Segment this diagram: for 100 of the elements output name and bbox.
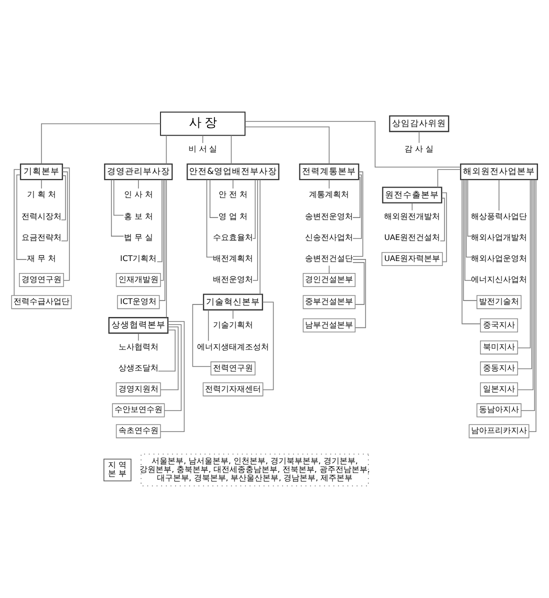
connector bbox=[244, 121, 461, 168]
node-box: 경영연구원 bbox=[18, 273, 64, 287]
node-text: 인 사 처 bbox=[124, 190, 153, 200]
node-text: 안 전 처 bbox=[218, 190, 248, 200]
node-text: 에너지생태계조성처 bbox=[197, 342, 270, 352]
connector bbox=[41, 179, 42, 189]
connector bbox=[16, 174, 27, 260]
node-box: 전력계통본부 bbox=[299, 163, 360, 180]
connector bbox=[62, 168, 70, 281]
node-text: 기술기획처 bbox=[213, 320, 254, 330]
node-box: 중국지사 bbox=[480, 318, 518, 332]
connector bbox=[462, 179, 481, 324]
connector bbox=[252, 179, 258, 281]
connector bbox=[418, 131, 420, 144]
connector bbox=[41, 123, 161, 164]
node-box: 발전기술처 bbox=[476, 295, 522, 310]
connector bbox=[164, 324, 182, 412]
node-box: 전력기자재센터 bbox=[202, 382, 264, 396]
node-text: 송변전운영처 bbox=[305, 212, 354, 222]
connector bbox=[517, 179, 532, 370]
connector bbox=[466, 179, 472, 258]
node-text: 비 서 실 bbox=[188, 144, 218, 154]
connector bbox=[232, 310, 234, 320]
node-text: 전력시장처 bbox=[21, 212, 62, 222]
node-box: 안전&영업배전부사장 bbox=[186, 163, 280, 180]
connector bbox=[517, 179, 534, 390]
connector bbox=[160, 326, 179, 390]
connector bbox=[156, 179, 162, 262]
node-text: 영 업 처 bbox=[218, 212, 248, 222]
node-text: 해외원전개발처 bbox=[384, 212, 440, 222]
node-box: 남부건설본부 bbox=[302, 318, 356, 332]
node-text: 해외사업운영처 bbox=[471, 254, 528, 263]
node-box: 기술혁신본부 bbox=[202, 294, 264, 310]
connector bbox=[158, 330, 176, 372]
node-text: 노사협력처 bbox=[118, 342, 158, 352]
node-box: ICT운영처 bbox=[117, 295, 160, 310]
connector bbox=[520, 179, 535, 412]
node-text: 신송전사업처 bbox=[305, 233, 354, 242]
node-box: 상임감사위원 bbox=[389, 115, 450, 132]
node-box: 중동지사 bbox=[480, 361, 518, 376]
node-box: 전력연구원 bbox=[210, 361, 256, 376]
connector bbox=[467, 179, 472, 237]
connector bbox=[352, 176, 360, 218]
connector bbox=[244, 126, 330, 164]
node-text: UAE원전건설처 bbox=[384, 233, 440, 242]
connector bbox=[252, 179, 256, 239]
connector bbox=[352, 262, 365, 305]
node-box: 상생협력본부 bbox=[108, 317, 168, 334]
node-box: 서울본부, 남서울본부, 인천본부, 경기북부본부, 경기본부, 강원본부, 충북본부, 대전세종충남본부, 전북본부, 광주전남본부, 대구본부, 경북본부, 부산울산본부, 경남본부, 제주본부 bbox=[140, 454, 369, 486]
connector bbox=[160, 179, 164, 281]
connector bbox=[441, 192, 447, 262]
connector bbox=[166, 134, 167, 164]
connector bbox=[528, 179, 536, 432]
node-text: 송변전건설단 bbox=[305, 254, 354, 263]
connector bbox=[208, 310, 209, 342]
node-box: UAE원자력본부 bbox=[382, 252, 443, 266]
node-text: 계통계획처 bbox=[309, 190, 350, 200]
connector bbox=[232, 179, 234, 189]
node-text: 요금전략처 bbox=[21, 233, 62, 242]
connector bbox=[14, 169, 21, 296]
node-box: 수안보연수원 bbox=[112, 403, 165, 418]
node-box: 원전수출본부 bbox=[382, 186, 442, 204]
node-text: 기 획 처 bbox=[26, 190, 56, 200]
node-box: 경영관리부사장 bbox=[104, 163, 173, 180]
connector bbox=[230, 134, 232, 164]
node-text: 해상풍력사업단 bbox=[471, 212, 528, 222]
node-text: 상생조달처 bbox=[118, 363, 158, 372]
node-text: 재 무 처 bbox=[26, 254, 56, 263]
connector bbox=[160, 321, 185, 432]
node-box: 북미지사 bbox=[480, 340, 518, 354]
connector bbox=[192, 304, 212, 367]
connector bbox=[159, 179, 166, 301]
node-text: 에너지신사업처 bbox=[471, 274, 528, 284]
connector bbox=[60, 175, 66, 220]
connector bbox=[352, 171, 364, 257]
node-box: 동남아지사 bbox=[476, 403, 522, 418]
node-text: 해외사업개발처 bbox=[471, 233, 528, 242]
connector bbox=[352, 174, 362, 239]
connector bbox=[138, 179, 139, 189]
node-box: 해외원전사업본부 bbox=[460, 163, 538, 180]
connector bbox=[463, 179, 478, 301]
node-text: ICT기획처 bbox=[120, 254, 157, 263]
node-box: 남아프리카지사 bbox=[468, 424, 530, 438]
connector bbox=[464, 179, 472, 281]
connector bbox=[113, 179, 124, 216]
connector bbox=[440, 198, 445, 242]
node-box: 경인건설본부 bbox=[302, 273, 356, 287]
connector bbox=[437, 169, 461, 188]
node-text: 수요효율처 bbox=[213, 233, 254, 242]
node-text: 홍 보 처 bbox=[124, 212, 153, 222]
node-box: 사 장 bbox=[160, 112, 246, 136]
node-text: 배전운영처 bbox=[213, 274, 254, 284]
connector bbox=[61, 171, 68, 242]
node-box: 기획본부 bbox=[20, 163, 63, 180]
node-box: 일본지사 bbox=[480, 382, 518, 396]
connector bbox=[138, 332, 139, 341]
connector bbox=[210, 179, 218, 218]
node-text: 배전계획처 bbox=[213, 254, 254, 263]
node-box: 지 역 본 부 bbox=[104, 458, 132, 482]
connector bbox=[111, 179, 124, 237]
